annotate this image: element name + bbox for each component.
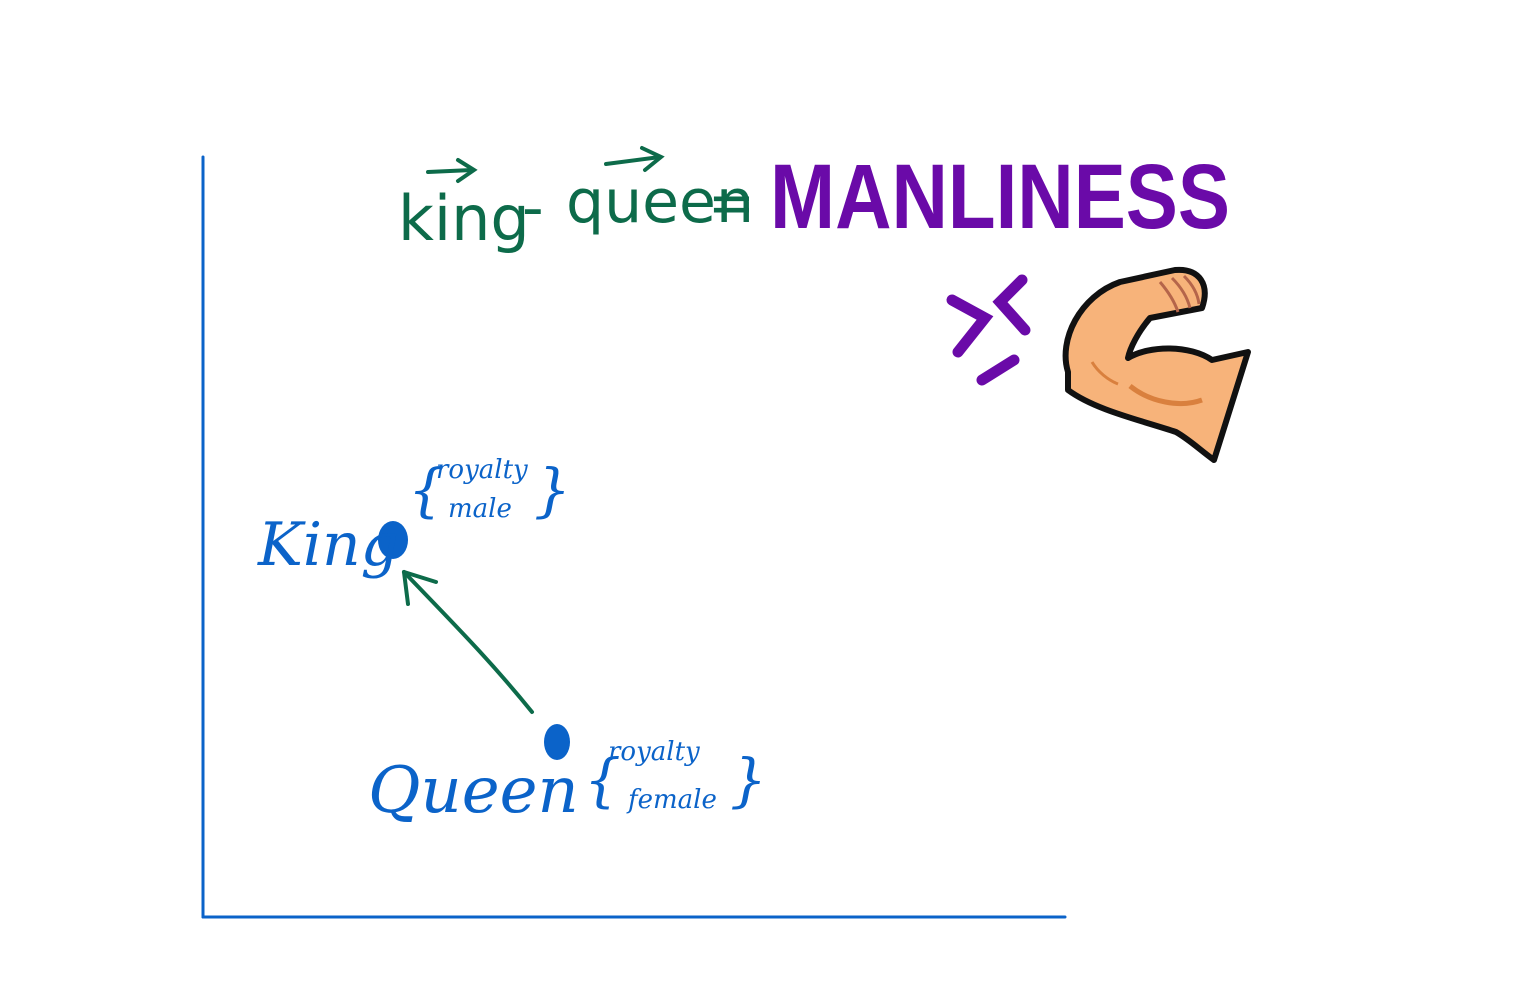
point-queen-attribute-2: female: [626, 785, 717, 815]
point-king-label: King: [257, 510, 399, 580]
point-queen-label: Queen: [368, 754, 579, 828]
bracket-open: {: [408, 456, 445, 524]
bracket-open: {: [584, 746, 621, 814]
bracket-close: }: [730, 746, 767, 814]
squinting-face-mark-icon: [946, 274, 1031, 386]
equation-term-queen: queen: [566, 167, 754, 237]
equation-term-king: king: [398, 182, 530, 255]
vector-arrow-king: [426, 158, 478, 183]
point-queen-attribute-1: royalty: [608, 737, 700, 767]
equation-minus: -: [522, 173, 544, 243]
point-king-attribute-2: male: [448, 494, 512, 524]
bracket-close: }: [534, 456, 571, 524]
point-queen-attributes: { royalty female }: [584, 737, 767, 815]
point-king-attribute-1: royalty: [436, 455, 528, 485]
point-king: King { royalty male }: [257, 455, 571, 580]
equation: king - queen = MANLINESS: [398, 146, 1230, 255]
point-queen: Queen { royalty female }: [368, 724, 767, 828]
vector-arrow-queen: [604, 146, 665, 172]
flexed-biceps-icon: [1062, 266, 1251, 463]
point-king-dot: [378, 521, 408, 559]
equation-result: MANLINESS: [770, 146, 1230, 248]
point-queen-dot: [544, 724, 570, 760]
difference-arrow: [402, 570, 534, 714]
equation-equals: =: [708, 171, 755, 236]
point-king-attributes: { royalty male }: [408, 455, 571, 524]
axes: [201, 155, 1067, 919]
